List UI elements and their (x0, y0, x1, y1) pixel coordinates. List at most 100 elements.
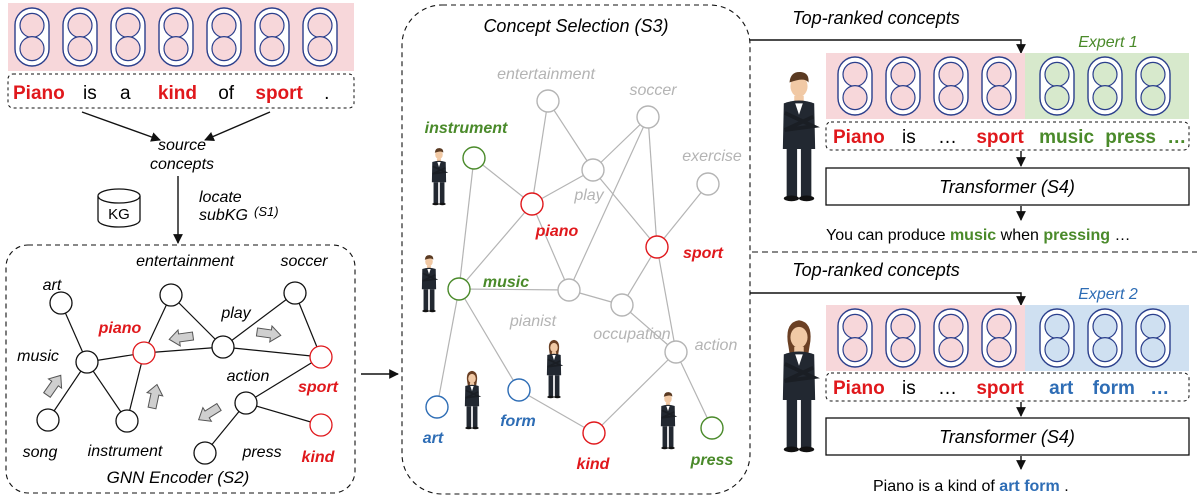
locate-label-1: locate (199, 189, 242, 206)
expert1-output: You can produce music when pressing … (826, 227, 1130, 244)
gnn-node-piano (132, 341, 156, 365)
expert1-transformer-label: Transformer (S4) (939, 177, 1075, 197)
sel-node-kind (582, 421, 606, 445)
sel-label-pianist: pianist (509, 313, 557, 330)
source-token-icon (14, 7, 50, 67)
expert1-person-figure (782, 71, 820, 202)
expert-token-icon (837, 56, 873, 116)
gnn-node-entertainment (159, 283, 183, 307)
person-figure (464, 370, 482, 430)
gnn-node-instrument (115, 409, 139, 433)
sel-node-music (447, 277, 471, 301)
expert-token-icon (885, 56, 921, 116)
expert2-label: Expert 2 (1078, 286, 1138, 303)
expert2-sentence: Piano is … sport art form … (833, 378, 1169, 399)
expert1-token-icons (837, 56, 1171, 116)
source-sentence-box (7, 73, 355, 109)
source-token-icon (206, 7, 242, 67)
expert-people (782, 71, 820, 453)
source-sentence: Piano is a kind of sport . (13, 83, 329, 104)
person-figure (660, 392, 678, 450)
gnn-node-sport (309, 345, 333, 369)
source-concepts-label-1: source (158, 137, 206, 154)
concept-token-icon (1135, 308, 1171, 368)
selection-panel-border (401, 4, 751, 495)
sel-label-exercise: exercise (682, 148, 742, 165)
concept-token-icon (1087, 56, 1123, 116)
sel-node-entertainment (536, 89, 560, 113)
sel-label-form: form (500, 413, 536, 430)
expert-token-icon (933, 308, 969, 368)
sel-label-soccer: soccer (629, 82, 677, 99)
sel-label-art: art (423, 430, 444, 447)
sel-label-music: music (483, 274, 529, 291)
sel-label-entertainment: entertainment (497, 66, 595, 83)
gnn-label-sport: sport (298, 379, 339, 396)
sel-label-occupation: occupation (593, 326, 670, 343)
source-token-icon (158, 7, 194, 67)
concept-selection-panel: Concept Selection (S3) (401, 4, 751, 495)
concept-token-icon (1039, 308, 1075, 368)
expert1-sentence: Piano is … sport music press … (833, 127, 1186, 148)
gnn-node-soccer (283, 281, 307, 305)
expert1-section: Top-ranked concepts Expert 1 Piano is … … (750, 8, 1190, 244)
expert-token-icon (837, 308, 873, 368)
kg-database-icon: KG (97, 188, 141, 228)
source-token-icon (254, 7, 290, 67)
sel-label-press: press (690, 452, 734, 469)
gnn-label-action: action (227, 368, 270, 385)
sel-node-piano (520, 192, 544, 216)
sel-node-sport (645, 235, 669, 259)
sel-node-art (425, 395, 449, 419)
sel-node-action (664, 340, 688, 364)
arrow-to-expert2 (750, 292, 1026, 306)
expert2-section: Top-ranked concepts Expert 2 Piano is … … (750, 260, 1190, 495)
sel-node-pianist (557, 278, 581, 302)
expert-token-icon (981, 308, 1017, 368)
sel-node-play (581, 158, 605, 182)
sel-label-play: play (573, 187, 604, 204)
gnn-node-kind (309, 413, 333, 437)
gnn-label-song: song (23, 444, 58, 461)
expert-token-icon (885, 308, 921, 368)
sel-label-kind: kind (577, 456, 611, 473)
expert-token-icon (981, 56, 1017, 116)
expert2-token-icons (837, 308, 1171, 368)
source-token-icons (14, 7, 338, 67)
person-figure (431, 148, 449, 206)
concept-token-icon (1087, 308, 1123, 368)
expert1-transformer-box (825, 167, 1190, 206)
arrow-to-expert1 (750, 39, 1026, 54)
expert-token-icon (933, 56, 969, 116)
source-section: Piano is a kind of sport . source concep… (7, 3, 355, 244)
source-token-icon (302, 7, 338, 67)
expert2-sentence-box (825, 372, 1190, 402)
locate-step: (S1) (254, 204, 279, 219)
expert2-transformer-box (825, 417, 1190, 456)
gnn-encoder-panel: art entertainment soccer play piano musi… (5, 244, 356, 494)
gnn-label-kind: kind (302, 449, 336, 466)
person-figure (546, 339, 564, 399)
gnn-label-art: art (43, 277, 62, 294)
gnn-node-action (234, 391, 258, 415)
sel-node-exercise (696, 172, 720, 196)
gnn-node-play (211, 335, 235, 359)
gnn-panel-border (5, 244, 356, 494)
gnn-label-instrument: instrument (88, 443, 163, 460)
expert1-sentence-box (825, 121, 1190, 151)
gnn-node-art (49, 291, 73, 315)
source-concepts-label-2: concepts (150, 156, 214, 173)
arrow-left-to-concepts (81, 111, 161, 142)
gnn-label-soccer: soccer (280, 253, 328, 270)
gnn-message-arrows (43, 324, 282, 422)
gnn-label-play: play (220, 305, 251, 322)
gnn-node-press (193, 441, 217, 465)
expert2-person-figure (782, 320, 820, 453)
kg-label: KG (108, 206, 130, 223)
gnn-node-song (36, 408, 60, 432)
selection-people (421, 148, 678, 450)
sel-label-action: action (695, 337, 738, 354)
selection-nodes (425, 89, 724, 445)
gnn-label-press: press (241, 444, 281, 461)
expert1-header: Top-ranked concepts (792, 8, 959, 28)
